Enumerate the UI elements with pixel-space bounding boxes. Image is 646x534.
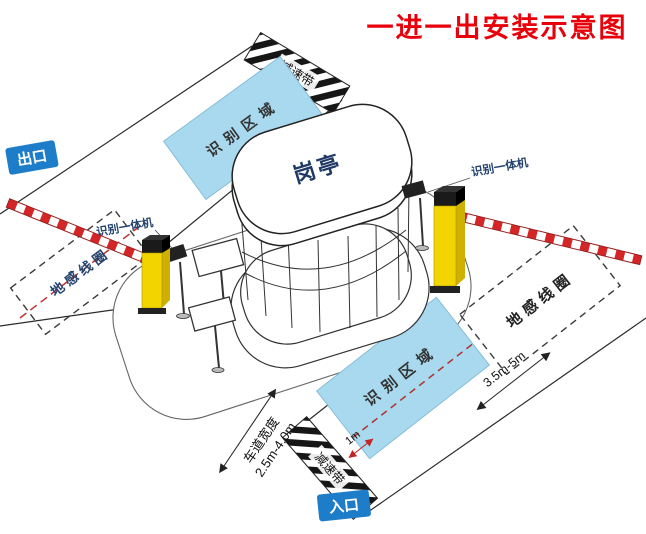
entrance-speed-bump-label-bg	[308, 444, 352, 492]
dimension-bump-gap-line	[348, 438, 374, 459]
exit-ground-loop-outline	[9, 208, 151, 336]
booth-roof-top	[231, 103, 413, 235]
exit-badge-label: 出口	[16, 147, 49, 170]
entrance-barrier-foot	[430, 286, 460, 293]
sign-board-lower-base	[211, 367, 225, 373]
exit-badge: 出口	[5, 140, 59, 175]
exit-lane-upper-edge	[0, 45, 253, 215]
entrance-barrier-cap-top	[434, 186, 465, 192]
guard-booth: 岗亭	[230, 103, 430, 369]
entrance-camera-head	[401, 180, 427, 199]
exit-camera-label: 识别一体机	[95, 215, 155, 239]
sign-board-lower-panel	[187, 296, 237, 332]
entrance-camera-pole	[419, 197, 424, 247]
entrance-recognition-area-zone	[315, 296, 491, 460]
exit-camera-pole	[179, 261, 185, 315]
entrance-lane-centerline	[352, 343, 474, 438]
entrance-recognition-area: 识别区域	[315, 296, 491, 460]
entrance-lane-lower-edge	[367, 317, 646, 513]
exit-barrier-gate	[5, 198, 170, 314]
exit-barrier-cap	[142, 240, 162, 253]
entrance-ground-loop-label: 地感线圈	[503, 268, 577, 331]
exit-barrier-post-side	[162, 248, 170, 308]
entrance-barrier-gate	[430, 186, 643, 293]
dimension-loop-length-text: 3.5m-5m	[481, 349, 528, 390]
exit-barrier-post	[141, 252, 163, 309]
sign-board-upper-panel	[191, 237, 245, 278]
dimension-lane-width-line	[219, 388, 277, 474]
exit-barrier-foot	[138, 308, 166, 314]
exit-camera-base	[176, 313, 190, 319]
sign-board-lower-pole	[214, 325, 220, 369]
exit-badge-bg	[5, 140, 59, 175]
dimension-loop-length-line	[476, 352, 551, 410]
booth-window-sills	[241, 229, 407, 291]
sign-board-lower	[187, 296, 237, 373]
entrance-barrier-cap	[434, 192, 456, 206]
entrance-camera-label: 识别一体机	[470, 155, 530, 179]
exit-barrier-cap-side	[162, 235, 170, 253]
entrance-barrier-arm	[456, 211, 643, 266]
entrance-barrier-arm-stripes	[456, 211, 643, 266]
entrance-camera-leader	[427, 177, 471, 193]
entrance-barrier-post	[433, 205, 457, 287]
entrance-barrier-post-side	[456, 200, 465, 286]
entrance-camera-base	[415, 245, 429, 251]
entrance-badge: 入口	[316, 489, 371, 522]
entrance-barrier-cap-side	[456, 186, 465, 206]
diagram-title: 一进一出安装示意图	[367, 12, 628, 43]
entrance-badge-bg	[316, 489, 371, 522]
entrance-badge-label: 入口	[328, 496, 360, 516]
exit-barrier-cap-top	[142, 235, 170, 240]
